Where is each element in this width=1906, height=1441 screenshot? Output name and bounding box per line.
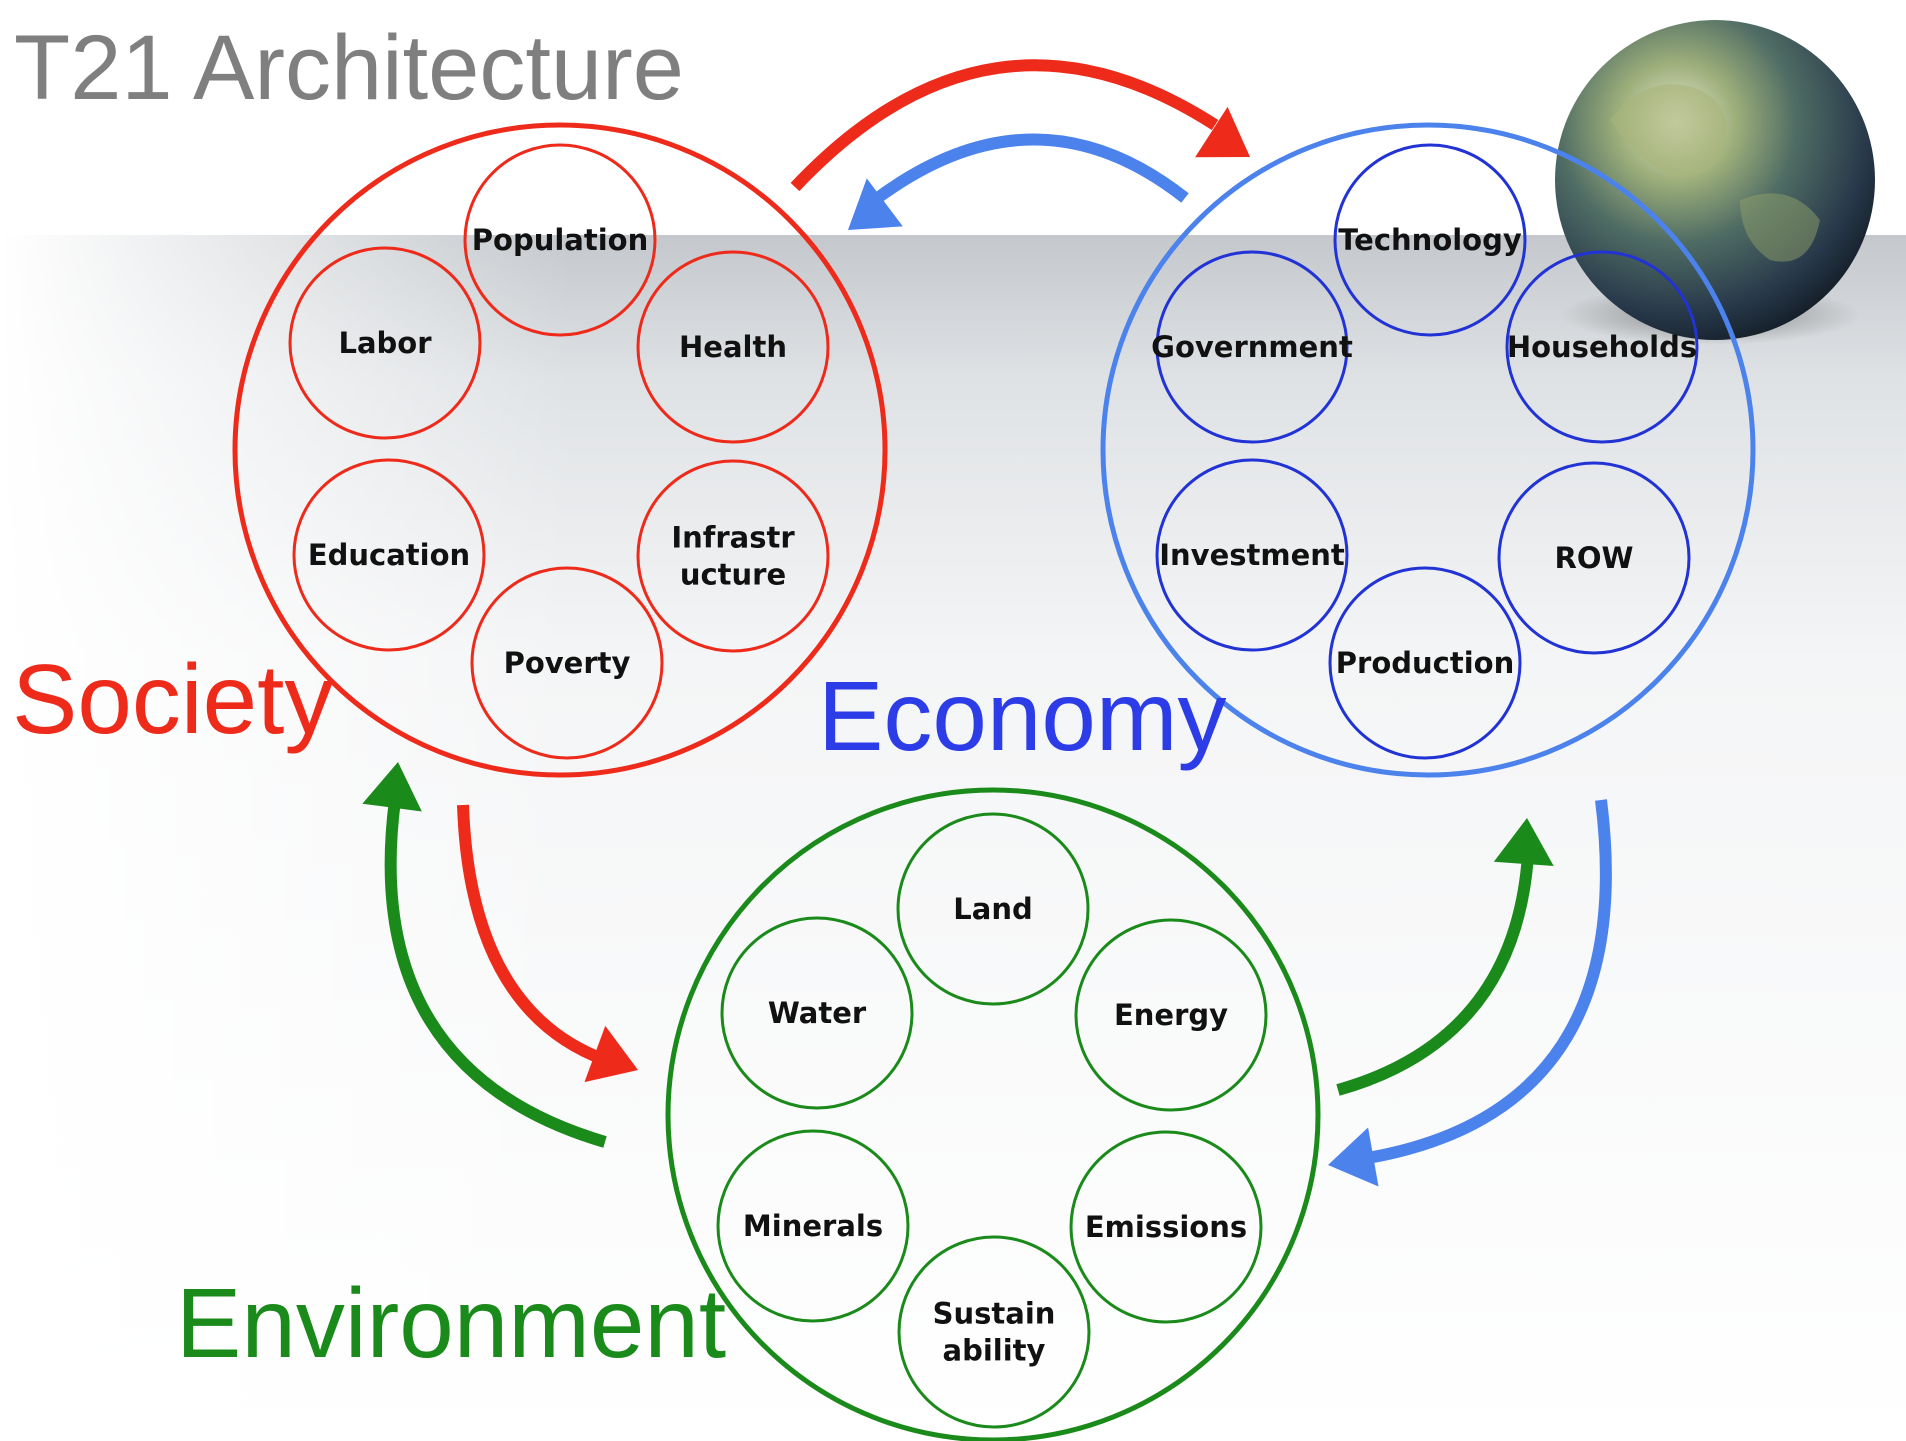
society-node-label: Poverty bbox=[504, 646, 631, 680]
economy-node-label: Households bbox=[1507, 330, 1697, 364]
society-node-circle bbox=[636, 459, 830, 653]
society-node-label: Population bbox=[472, 223, 648, 257]
environment-node: Water bbox=[720, 916, 914, 1110]
society-node-label: Labor bbox=[338, 326, 432, 360]
environment-node-label-line: ability bbox=[943, 1334, 1046, 1368]
environment-node-label: Minerals bbox=[743, 1209, 883, 1243]
economy-to-environment-arrow bbox=[1328, 799, 1612, 1187]
environment-node: Energy bbox=[1074, 918, 1268, 1112]
economy-node-label-line: ROW bbox=[1555, 541, 1634, 575]
economy-node-label: Government bbox=[1151, 330, 1353, 364]
society-node-label-line: Poverty bbox=[504, 646, 631, 680]
environment-node-label-line: Minerals bbox=[743, 1209, 883, 1243]
environment-node-circle bbox=[720, 916, 914, 1110]
environment-node-label-line: Emissions bbox=[1085, 1210, 1247, 1244]
economy-node: Households bbox=[1505, 250, 1699, 444]
economy-node-circle bbox=[1155, 458, 1349, 652]
environment-label: Environment bbox=[176, 1268, 726, 1378]
economy-node-label: Production bbox=[1336, 646, 1514, 680]
economy-node: Investment bbox=[1155, 458, 1349, 652]
economy-node-label-line: Investment bbox=[1159, 538, 1345, 572]
environment-outer-circle bbox=[665, 787, 1321, 1441]
economy-node: Production bbox=[1328, 566, 1522, 760]
society-node-label-line: Health bbox=[679, 330, 787, 364]
environment-node-circle bbox=[896, 812, 1090, 1006]
environment-to-society-arrow bbox=[362, 762, 607, 1148]
society-node-circle bbox=[463, 143, 657, 337]
economy-node-circle bbox=[1333, 143, 1527, 337]
environment-node-label-line: Water bbox=[768, 996, 867, 1030]
economy-node-label-line: Government bbox=[1151, 330, 1353, 364]
society-node-circle bbox=[636, 250, 830, 444]
society-to-economy-arrow bbox=[790, 59, 1250, 192]
society-node-label-line: Education bbox=[308, 538, 470, 572]
society-outer-circle bbox=[232, 122, 888, 778]
society-node: Education bbox=[292, 458, 486, 652]
society-node-label-line: ucture bbox=[680, 558, 786, 592]
society-to-environment-arrow bbox=[457, 804, 638, 1083]
society-node-label: Education bbox=[308, 538, 470, 572]
environment-node-label: Emissions bbox=[1085, 1210, 1247, 1244]
page-title: T21 Architecture bbox=[14, 17, 684, 119]
economy-node-label-line: Technology bbox=[1338, 223, 1522, 257]
environment-node-circle bbox=[716, 1129, 910, 1323]
background-floor-fade bbox=[0, 235, 1906, 1441]
economy-node-label: Investment bbox=[1159, 538, 1345, 572]
economy-to-society-arrow bbox=[848, 133, 1189, 230]
earth-globe-icon bbox=[1555, 20, 1875, 345]
economy-node-label-line: Production bbox=[1336, 646, 1514, 680]
environment-node-label-line: Energy bbox=[1114, 998, 1228, 1032]
economy-label: Economy bbox=[818, 661, 1227, 771]
society-node-label: Health bbox=[679, 330, 787, 364]
society-node-label-line: Infrastr bbox=[671, 521, 795, 555]
society-node-label-line: Labor bbox=[338, 326, 432, 360]
economy-node-label: Technology bbox=[1338, 223, 1522, 257]
economy-node-label: ROW bbox=[1555, 541, 1634, 575]
economy-node: Government bbox=[1151, 250, 1353, 444]
society-node: Population bbox=[463, 143, 657, 337]
economy-node: Technology bbox=[1333, 143, 1527, 337]
economy-node-circle bbox=[1328, 566, 1522, 760]
environment-node-label: Land bbox=[953, 892, 1032, 926]
environment-node-circle bbox=[1074, 918, 1268, 1112]
society-node: Health bbox=[636, 250, 830, 444]
environment-node-label: Water bbox=[768, 996, 867, 1030]
society-node: Poverty bbox=[470, 566, 664, 760]
economy-node-circle bbox=[1505, 250, 1699, 444]
environment-node-label: Energy bbox=[1114, 998, 1228, 1032]
environment-node-circle bbox=[1069, 1130, 1263, 1324]
society-label: Society bbox=[12, 644, 333, 754]
society-node-circle bbox=[292, 458, 486, 652]
arrow-layer bbox=[362, 59, 1612, 1187]
economy-node: ROW bbox=[1497, 461, 1691, 655]
economy-node-label-line: Households bbox=[1507, 330, 1697, 364]
environment-node: Minerals bbox=[716, 1129, 910, 1323]
economy-node-circle bbox=[1155, 250, 1349, 444]
environment-node-label-line: Land bbox=[953, 892, 1032, 926]
environment-to-economy-arrow bbox=[1336, 818, 1554, 1096]
society-node-circle bbox=[288, 246, 482, 440]
environment-node: Emissions bbox=[1069, 1130, 1263, 1324]
environment-node-circle bbox=[897, 1235, 1091, 1429]
environment-node: Land bbox=[896, 812, 1090, 1006]
society-node-label-line: Population bbox=[472, 223, 648, 257]
society-node: Labor bbox=[288, 246, 482, 440]
economy-outer-circle bbox=[1100, 122, 1756, 778]
society-node-circle bbox=[470, 566, 664, 760]
economy-node-circle bbox=[1497, 461, 1691, 655]
environment-node-label-line: Sustain bbox=[933, 1297, 1056, 1331]
